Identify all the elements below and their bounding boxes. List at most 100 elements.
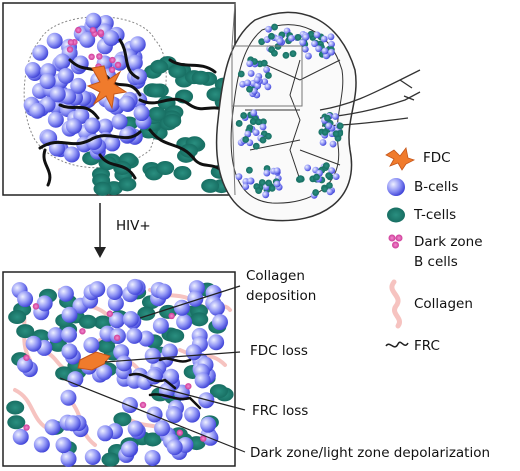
b-cell xyxy=(173,299,190,316)
node-cell xyxy=(321,128,329,136)
dark-zone-b-cell xyxy=(106,310,114,317)
collagen-legend-icon xyxy=(389,279,402,329)
node-cell xyxy=(237,70,245,78)
t-cell xyxy=(8,310,27,325)
b-cell xyxy=(32,44,49,61)
t-cell xyxy=(179,143,198,158)
b-cell xyxy=(126,327,143,344)
node-cell xyxy=(244,79,252,87)
dark-zone-b-cell xyxy=(200,435,207,442)
dark-zone-b-cell xyxy=(108,66,116,73)
node-cell xyxy=(315,45,322,53)
node-cell xyxy=(282,51,290,59)
node-cell xyxy=(336,122,344,130)
b-cell xyxy=(89,281,106,298)
b-cell xyxy=(106,283,123,300)
node-cell xyxy=(264,132,272,140)
t-cell xyxy=(101,452,120,467)
t-cell xyxy=(113,412,132,427)
b-cell xyxy=(29,102,46,119)
t-cell xyxy=(166,328,185,343)
b-cell xyxy=(118,95,135,112)
legend-frc-label: FRC xyxy=(414,338,440,354)
b-cell xyxy=(83,337,100,354)
b-cell xyxy=(130,68,147,85)
b-cell xyxy=(97,118,114,135)
node-cell xyxy=(271,49,278,57)
t-cell xyxy=(190,312,209,327)
dark-zone-b-cell xyxy=(176,429,184,436)
node-cell xyxy=(265,72,272,79)
b-cell xyxy=(127,420,144,437)
b-cell xyxy=(144,449,161,466)
node-cell xyxy=(326,188,334,196)
node-cell xyxy=(262,191,270,199)
legend-darkzone-label-line2: B cells xyxy=(414,254,458,270)
node-cell xyxy=(326,182,333,189)
b-cell xyxy=(173,384,190,401)
healthy-follicle-panel xyxy=(2,2,236,196)
b-cell xyxy=(85,12,102,29)
legend-glyphs xyxy=(385,147,416,348)
b-cell xyxy=(97,425,114,442)
b-cell xyxy=(33,436,50,453)
node-cell xyxy=(260,59,268,67)
node-cell xyxy=(235,120,243,127)
b-cell xyxy=(36,295,53,312)
callout-collagen-line2: deposition xyxy=(246,288,317,304)
node-cell xyxy=(288,34,295,42)
node-cell xyxy=(249,118,257,125)
b-cell xyxy=(24,61,41,78)
t-cell xyxy=(209,384,228,399)
b-cell xyxy=(84,449,101,466)
t-cell xyxy=(143,432,162,447)
b-cell xyxy=(208,299,225,316)
node-cell xyxy=(311,40,318,48)
node-cell xyxy=(263,169,271,177)
node-cell xyxy=(319,139,327,146)
t-cell xyxy=(93,181,112,196)
b-cell xyxy=(152,317,169,334)
tcell-legend-icon xyxy=(387,207,405,223)
node-cell xyxy=(294,33,302,41)
b-cell xyxy=(39,73,56,90)
t-cell xyxy=(118,177,137,192)
callout-fdc-loss: FDC loss xyxy=(250,343,308,359)
b-cell xyxy=(47,111,64,128)
t-cell xyxy=(146,83,165,98)
b-cell xyxy=(144,347,161,364)
node-cell xyxy=(324,114,331,122)
b-cell xyxy=(146,406,163,423)
t-cell xyxy=(150,59,169,74)
b-cell xyxy=(55,437,72,454)
dark-zone-b-cell xyxy=(114,61,122,69)
t-cell xyxy=(191,70,210,85)
node-cell xyxy=(259,123,267,131)
node-cell xyxy=(332,130,340,138)
b-cell xyxy=(16,356,33,373)
b-cell xyxy=(126,54,143,71)
dark-zone-b-cell xyxy=(88,53,95,61)
zoom-box xyxy=(231,45,303,107)
b-cell xyxy=(108,312,125,329)
node-cell xyxy=(246,60,254,68)
dark-zone-b-cell xyxy=(89,26,97,34)
t-cell xyxy=(168,64,187,79)
node-cell xyxy=(263,66,270,74)
b-cell xyxy=(46,32,63,49)
b-cell xyxy=(63,146,80,163)
dark-zone-b-cell xyxy=(113,334,121,341)
b-cell xyxy=(208,334,225,351)
node-cell xyxy=(247,70,255,77)
node-cell xyxy=(312,189,320,196)
b-cell xyxy=(111,113,128,130)
callout-lines xyxy=(59,285,246,453)
dark-zone-b-cell xyxy=(109,56,116,64)
node-cell xyxy=(273,180,281,188)
node-cell xyxy=(321,185,329,193)
node-cell xyxy=(242,178,250,185)
node-cell xyxy=(255,118,262,126)
node-cell xyxy=(321,47,329,55)
node-cell xyxy=(304,164,312,172)
b-cell xyxy=(64,415,81,432)
